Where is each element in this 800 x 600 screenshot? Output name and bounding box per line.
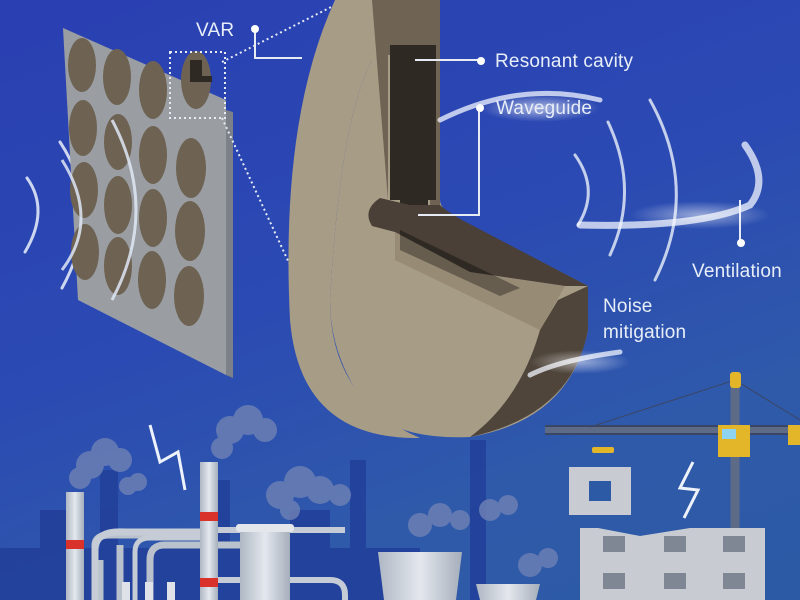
lightning-bolt-right [677,461,701,519]
sound-waves-transmitted [573,98,678,282]
label-noise: Noise [603,296,653,317]
label-mitigation: mitigation [603,322,687,343]
lightning-bolt-left [148,424,187,491]
label-waveguide: Waveguide [496,98,593,119]
var-unit-discs [68,38,211,326]
metasurface-panel [63,28,233,378]
cooling-towers [378,552,540,600]
storage-tank [236,524,294,600]
zoom-leader-lines [221,0,346,331]
tower-crane [545,372,800,528]
chimney-1 [66,492,84,600]
var-unit-cross-section [288,0,588,439]
smoke-clouds [69,405,558,577]
label-ventilation: Ventilation [692,261,782,282]
chimney-2 [200,462,218,600]
label-resonant-cavity: Resonant cavity [495,51,634,72]
label-var: VAR [196,20,235,41]
building-under-construction [569,447,765,600]
pipe-arch [91,528,205,600]
